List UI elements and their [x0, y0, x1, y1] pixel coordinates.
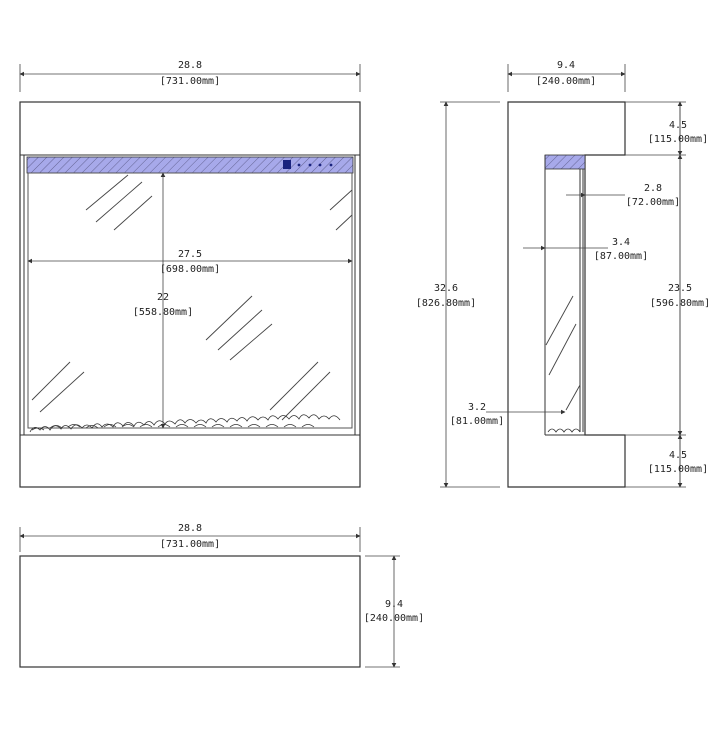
side-height-dimension: 32.6 [826.80mm]: [416, 101, 500, 488]
top-depth-mm-label: [240.00mm]: [364, 613, 424, 624]
side-height-mm-label: [826.80mm]: [416, 298, 476, 309]
side-bottom-block-mm-label: [115.00mm]: [648, 464, 708, 475]
side-inner-height-in-label: 23.5: [668, 283, 692, 294]
front-inner-width-in-label: 27.5: [178, 249, 202, 260]
side-depth-mm-label: [240.00mm]: [536, 76, 596, 87]
front-width-dimension: 28.8 [731.00mm]: [19, 60, 361, 92]
glass-reflection-lines: [31, 174, 353, 421]
front-inner-width-mm-label: [698.00mm]: [160, 264, 220, 275]
top-view: 28.8 [731.00mm] 9.4 [240.00mm]: [19, 523, 424, 668]
side-bottom-block-in-label: 4.5: [669, 450, 687, 461]
top-width-dimension: 28.8 [731.00mm]: [19, 523, 361, 552]
side-inner-height-mm-label: [596.80mm]: [650, 298, 710, 309]
front-width-in-label: 28.8: [178, 60, 202, 71]
front-inner-width-dimension: 27.5 [698.00mm]: [27, 249, 353, 275]
side-right-dimension-chain: 4.5 [115.00mm] 23.5 [596.80mm] 4.5 [115.…: [625, 101, 710, 488]
control-dot-icon: [308, 163, 312, 167]
top-width-in-label: 28.8: [178, 523, 202, 534]
top-depth-dimension: 9.4 [240.00mm]: [364, 555, 424, 668]
side-top-block-in-label: 4.5: [669, 120, 687, 131]
side-base-depth-in-label: 3.2: [468, 402, 486, 413]
side-unit-depth-dimension: 3.4 [87.00mm]: [523, 237, 648, 262]
control-dot-icon: [329, 163, 333, 167]
side-header-hatch: [544, 154, 586, 170]
side-depth-in-label: 9.4: [557, 60, 575, 71]
control-dot-icon: [297, 163, 301, 167]
side-base-depth-mm-label: [81.00mm]: [450, 416, 504, 427]
front-width-mm-label: [731.00mm]: [160, 76, 220, 87]
side-pebble-bed: [547, 428, 581, 433]
front-inner-height-dimension: 22 [558.80mm]: [133, 172, 193, 429]
side-base-depth-dimension: 3.2 [81.00mm]: [450, 402, 566, 427]
side-height-in-label: 32.6: [434, 283, 458, 294]
glass-panel: [27, 172, 353, 429]
top-width-mm-label: [731.00mm]: [160, 539, 220, 550]
side-view: 9.4 [240.00mm] 32.6 [826.80mm]: [416, 60, 710, 488]
front-view: 28.8 [731.00mm]: [19, 60, 361, 488]
side-reflection-lines: [545, 295, 581, 411]
control-panel-icon: [283, 160, 291, 169]
side-depth-dimension: 9.4 [240.00mm]: [507, 60, 626, 92]
control-dot-icon: [318, 163, 322, 167]
side-top-block-mm-label: [115.00mm]: [648, 134, 708, 145]
side-recess-mm-label: [72.00mm]: [626, 197, 680, 208]
side-recess-dimension: 2.8 [72.00mm]: [566, 183, 680, 208]
front-inner-height-mm-label: [558.80mm]: [133, 307, 193, 318]
header-hatch-strip: [26, 156, 354, 174]
front-inner-height-in-label: 22: [157, 292, 169, 303]
top-depth-in-label: 9.4: [385, 599, 403, 610]
side-unit-depth-in-label: 3.4: [612, 237, 630, 248]
top-outline: [19, 555, 361, 668]
side-recess-in-label: 2.8: [644, 183, 662, 194]
side-unit-depth-mm-label: [87.00mm]: [594, 251, 648, 262]
